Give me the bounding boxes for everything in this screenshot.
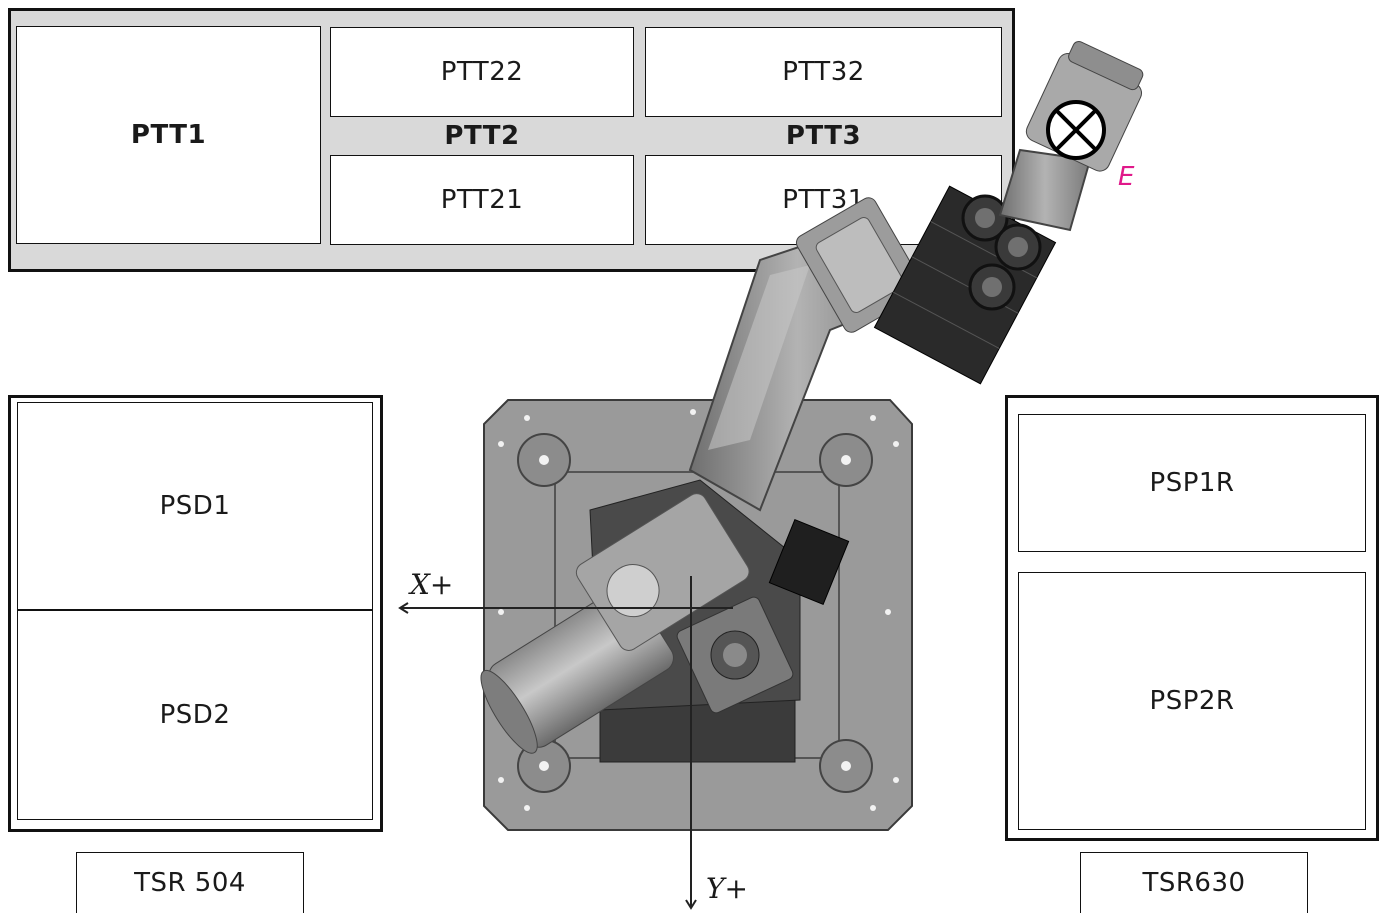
end-effector-icon (1046, 100, 1106, 160)
base-drive-unit (599, 699, 796, 763)
psp-station (1005, 395, 1379, 841)
ptt21-slot: PTT21 (330, 155, 634, 245)
ptt1-label: PTT1 (130, 120, 207, 150)
psd-station (8, 395, 383, 832)
tsr504-label: TSR 504 (134, 868, 246, 898)
ptt22-label: PTT22 (440, 57, 524, 87)
tsr504-tab: TSR 504 (76, 852, 304, 913)
forearm-link (998, 148, 1092, 232)
coordinate-axes (398, 576, 733, 910)
tsr630-tab: TSR630 (1080, 852, 1308, 913)
base-side-motor (768, 518, 850, 606)
corner-mount-holes (498, 409, 899, 811)
psp1r-label: PSP1R (1149, 468, 1235, 498)
psd1-slot: PSD1 (17, 402, 373, 610)
psd2-slot: PSD2 (17, 610, 373, 820)
psp2r-label: PSP2R (1149, 686, 1235, 716)
ptt21-label: PTT21 (440, 185, 524, 215)
psd1-label: PSD1 (159, 491, 231, 521)
psd2-label: PSD2 (159, 700, 231, 730)
psp2r-slot: PSP2R (1018, 572, 1366, 830)
ptt32-label: PTT32 (782, 57, 865, 87)
tsr630-label: TSR630 (1142, 868, 1246, 898)
y-axis-label: Y+ (706, 872, 748, 905)
ptt1-slot: PTT1 (16, 26, 321, 244)
ptt32-slot: PTT32 (645, 27, 1002, 117)
psp1r-slot: PSP1R (1018, 414, 1366, 552)
ptt22-slot: PTT22 (330, 27, 634, 117)
shoulder-housing (575, 493, 750, 651)
ptt3-label: PTT3 (785, 121, 862, 151)
end-effector-label: E (1118, 162, 1135, 192)
x-axis-label: X+ (410, 568, 454, 601)
ptt2-label: PTT2 (444, 121, 520, 151)
